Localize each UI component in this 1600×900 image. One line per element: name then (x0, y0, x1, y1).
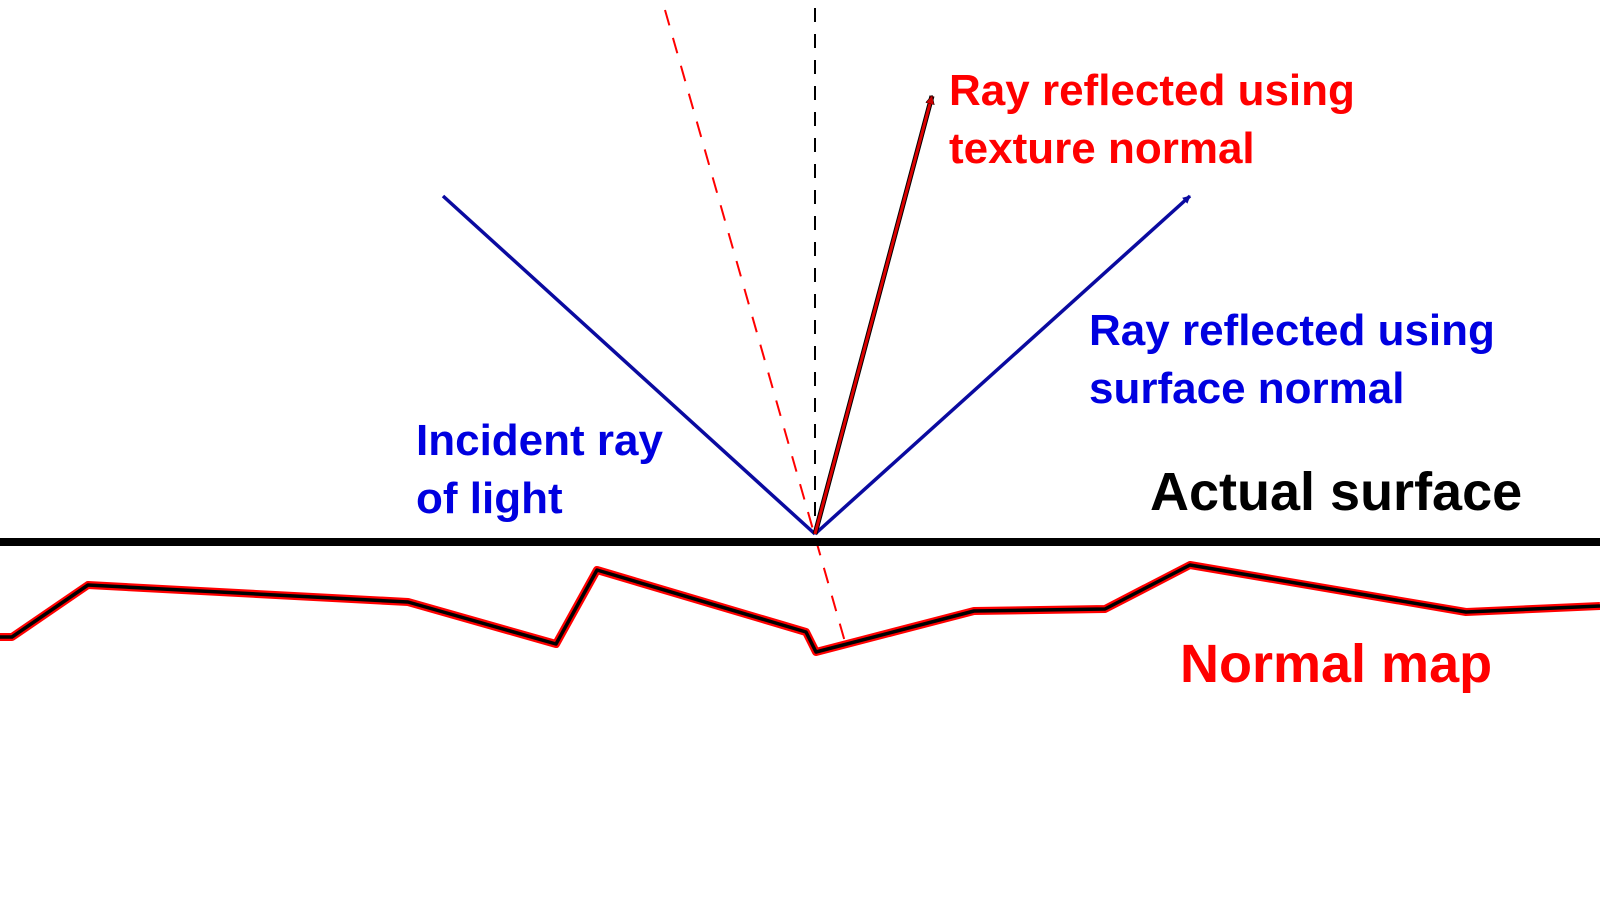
incident-label-line-2: of light (416, 474, 563, 523)
incident-ray-label: Incident ray of light (416, 412, 663, 528)
incident-ray (441, 194, 817, 536)
texture-reflected-ray-label: Ray reflected using texture normal (949, 62, 1355, 178)
texture-reflected-label-line-1: Ray reflected using (949, 66, 1355, 115)
surface-reflected-ray (813, 194, 1192, 536)
actual-surface-label: Actual surface (1150, 462, 1523, 522)
texture-reflected-label-line-2: texture normal (949, 124, 1255, 173)
surface-reflected-label-line-2: surface normal (1089, 364, 1405, 413)
surface-reflected-label-line-1: Ray reflected using (1089, 306, 1495, 355)
incident-label-line-1: Incident ray (416, 416, 663, 465)
normal-map-profile-core (0, 563, 1600, 654)
normal-map-label: Normal map (1180, 634, 1493, 694)
texture-normal-line (664, 9, 846, 643)
texture-reflected-ray (813, 96, 932, 535)
surface-reflected-ray-label: Ray reflected using surface normal (1089, 302, 1495, 418)
